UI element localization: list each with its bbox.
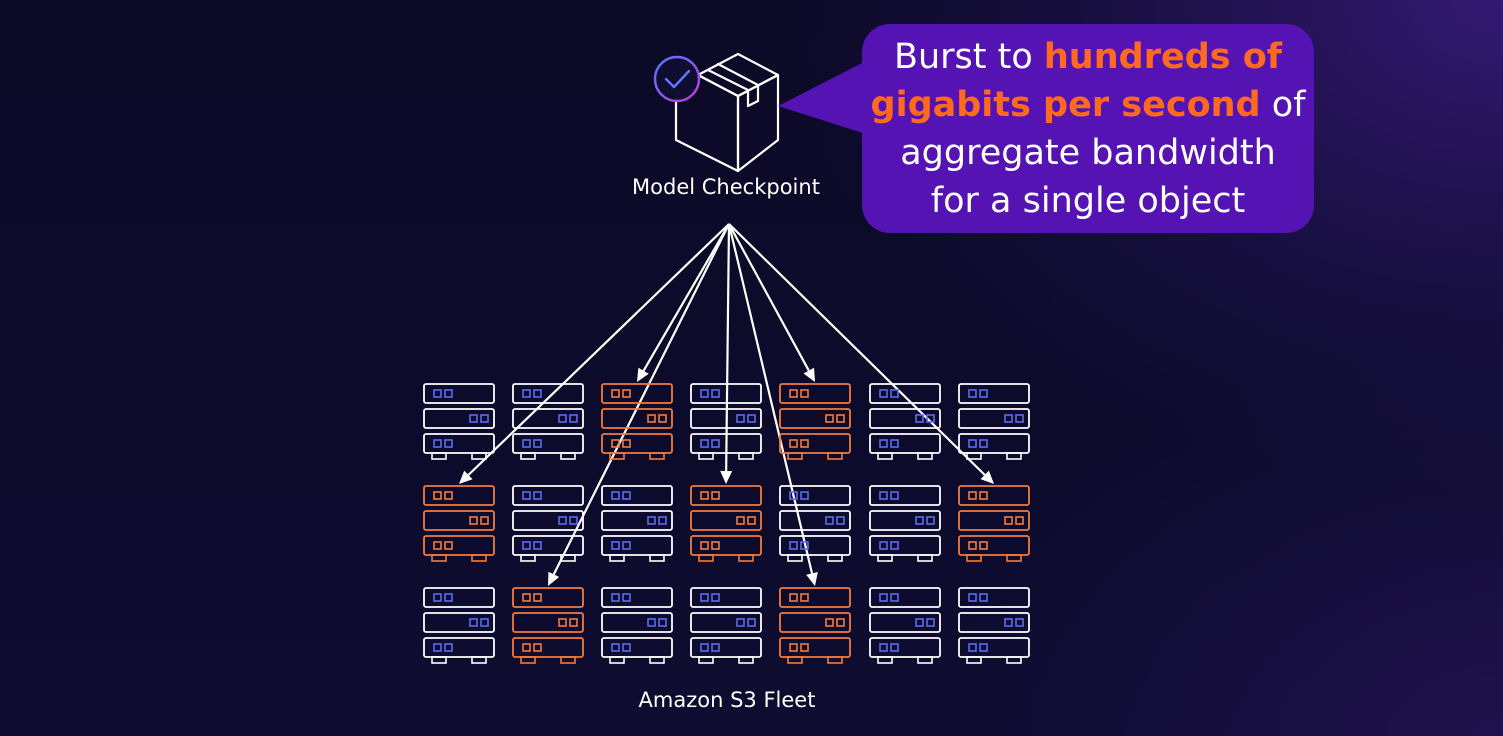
server-rack-icon: [958, 587, 1030, 664]
callout-line-1: Burst to hundreds of: [894, 33, 1282, 81]
callout-line-2: gigabits per second of: [871, 81, 1306, 129]
server-grid: [423, 383, 1030, 664]
fleet-label: Amazon S3 Fleet: [638, 688, 816, 712]
server-rack-icon-active: [958, 485, 1030, 562]
server-rack-icon: [869, 383, 941, 460]
server-rack-icon-active: [512, 587, 584, 664]
server-rack-icon: [423, 383, 495, 460]
server-rack-icon-active: [423, 485, 495, 562]
server-rack-icon: [690, 587, 762, 664]
server-rack-icon-active: [601, 383, 673, 460]
callout-highlight-1: hundreds of: [1043, 36, 1283, 77]
server-rack-icon: [958, 383, 1030, 460]
bandwidth-arrow: [728, 223, 815, 382]
server-rack-icon: [779, 485, 851, 562]
server-rack-icon: [601, 587, 673, 664]
callout-line-1-prefix: Burst to: [893, 36, 1044, 77]
bandwidth-arrow: [459, 223, 730, 484]
checkpoint-label: Model Checkpoint: [632, 175, 820, 199]
callout-highlight-2: gigabits per second: [870, 84, 1261, 125]
callout-line-3: aggregate bandwidth: [900, 132, 1276, 173]
server-rack-icon: [512, 485, 584, 562]
bandwidth-arrow: [728, 223, 994, 484]
callout-line-2-suffix: of: [1260, 84, 1306, 125]
server-rack-icon: [869, 485, 941, 562]
check-circle-icon: [653, 55, 701, 103]
server-rack-icon: [690, 383, 762, 460]
server-rack-icon-active: [690, 485, 762, 562]
bandwidth-arrow: [727, 223, 818, 586]
checkpoint-icon-group: [653, 52, 780, 173]
bandwidth-arrow: [720, 223, 733, 484]
server-rack-icon: [512, 383, 584, 460]
server-rack-icon-active: [779, 383, 851, 460]
server-rack-icon: [423, 587, 495, 664]
server-rack-icon-active: [779, 587, 851, 664]
bandwidth-callout: Burst to hundreds of gigabits per second…: [862, 24, 1314, 233]
server-rack-icon: [869, 587, 941, 664]
callout-line-4: for a single object: [930, 180, 1246, 221]
bandwidth-arrow: [637, 223, 730, 382]
server-rack-icon: [601, 485, 673, 562]
